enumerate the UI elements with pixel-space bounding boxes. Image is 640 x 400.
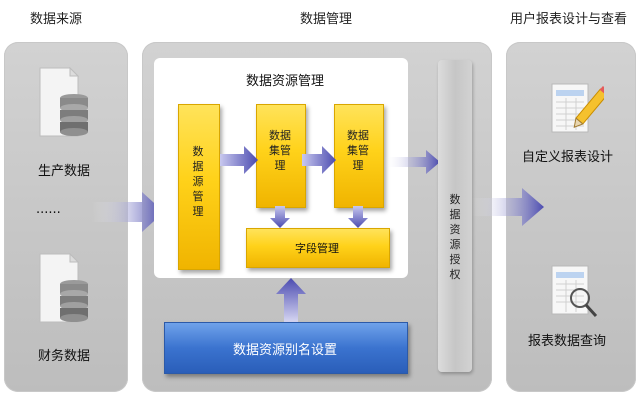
arrow-down-icon: [270, 206, 290, 228]
dataset-manage-label-2: 数据集管理: [347, 129, 369, 172]
datasource-manage-label: 数据源管理: [192, 145, 204, 218]
source-production-label: 生产数据: [38, 164, 91, 179]
dataset-manage-box-2: [334, 104, 384, 208]
report-search-icon: [548, 262, 604, 320]
arrow-right-icon: [92, 192, 164, 232]
database-document-icon: [36, 66, 96, 142]
alias-setting-label: 数据资源别名设置: [232, 343, 337, 358]
report-query-label: 报表数据查询: [528, 334, 607, 349]
arrow-down-icon: [348, 206, 368, 228]
dataset-manage-label-1: 数据集管理: [269, 129, 291, 172]
fields-manage-box: [246, 228, 390, 268]
arrow-right-icon: [302, 146, 336, 174]
column-title-management: 数据管理: [300, 12, 353, 27]
database-document-icon: [36, 252, 96, 328]
arrow-up-icon: [276, 278, 306, 322]
source-ellipsis: ......: [36, 202, 61, 217]
custom-report-design-label: 自定义报表设计: [522, 150, 614, 165]
arrow-right-icon: [472, 188, 544, 226]
resource-management-title: 数据资源管理: [246, 74, 325, 89]
arrow-right-icon: [384, 150, 440, 174]
fields-manage-label: 字段管理: [295, 242, 339, 255]
source-finance-label: 财务数据: [38, 349, 91, 364]
column-title-reports: 用户报表设计与查看: [510, 12, 628, 27]
report-edit-icon: [548, 80, 610, 138]
column-title-sources: 数据来源: [30, 12, 83, 27]
authorization-label: 数据资源授权: [449, 193, 461, 281]
datasource-manage-box: [178, 104, 220, 270]
authorization-bar: [438, 60, 472, 372]
arrow-right-icon: [220, 146, 258, 174]
alias-setting-box: [164, 322, 408, 374]
